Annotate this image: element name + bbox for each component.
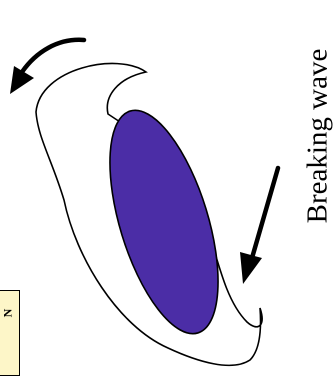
rotation-arrow-curve — [22, 40, 84, 72]
breaking-wave-arrow-head — [240, 252, 262, 284]
corner-label-text: N — [1, 309, 13, 318]
breaking-wave-label: Breaking wave — [304, 49, 333, 224]
breaking-wave-arrow-shaft — [252, 168, 278, 258]
corner-label-box: N — [0, 290, 20, 376]
